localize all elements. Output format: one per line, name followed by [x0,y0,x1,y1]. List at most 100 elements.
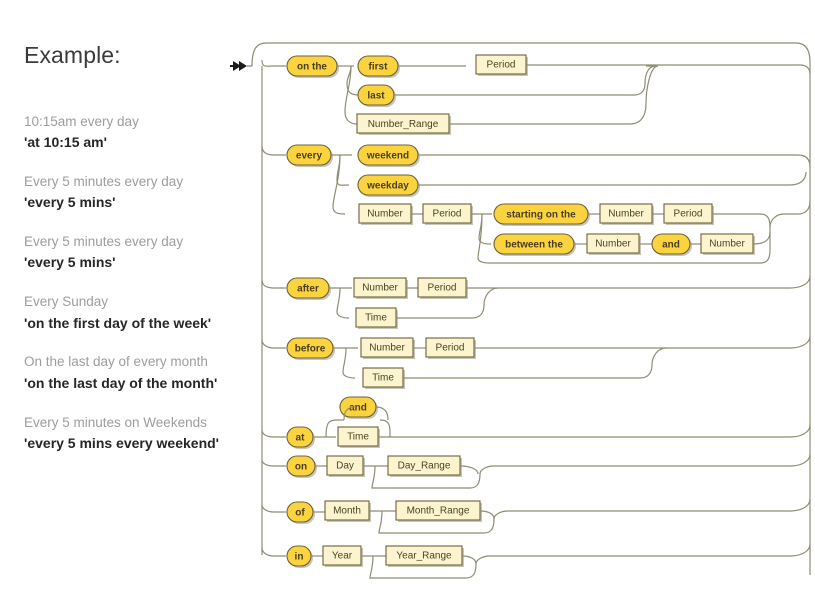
node-month[interactable]: Month [324,500,371,522]
node-year-range[interactable]: Year_Range [385,545,464,567]
node-label: Number [369,343,405,354]
node-period-1[interactable]: Period [475,54,528,76]
example-expression: 'every 5 mins every weekend' [24,434,220,451]
node-label: Day [336,461,354,472]
node-label: Period [487,60,516,71]
node-label: Time [372,373,394,384]
node-on[interactable]: on [286,455,317,478]
node-on-the[interactable]: on the [286,55,339,78]
diagram-rails [247,42,811,575]
node-month-range[interactable]: Month_Range [395,500,482,522]
example-expression: 'at 10:15 am' [24,134,107,151]
node-label: Time [347,432,369,443]
example-description: On the last day of every month [24,354,208,370]
node-label: Number [608,209,644,220]
example-item: 10:15am every day 'at 10:15 am' [24,113,254,152]
node-label: Year [332,551,353,562]
branch-on: on Day Day_Range [261,453,811,489]
node-between-the[interactable]: between the [493,233,576,256]
example-description: Every 5 minutes every day [24,174,184,190]
node-and-1[interactable]: and [651,233,692,256]
example-description: Every 5 minutes every day [24,234,184,250]
node-of[interactable]: of [286,501,315,524]
example-expression: 'on the first day of the week' [24,314,212,331]
example-expression: 'on the last day of the month' [24,374,218,391]
node-label: Time [365,313,387,324]
node-period-5[interactable]: Period [425,337,476,359]
node-label: every [296,151,323,162]
node-number-6[interactable]: Number [353,277,408,299]
node-time-3[interactable]: Time [337,426,380,448]
node-period-4[interactable]: Period [417,277,468,299]
node-in[interactable]: in [286,545,313,568]
node-label: Period [436,343,465,354]
branch-after: after Number Period Ti [261,275,811,329]
node-label: before [295,344,326,355]
node-label: Number [709,239,745,250]
node-label: weekend [366,151,409,162]
node-weekday[interactable]: weekday [357,174,420,197]
example-description: Every 5 minutes on Weekends [24,414,207,430]
node-number-3[interactable]: Number [599,203,654,225]
node-at[interactable]: at [286,426,315,449]
node-label: Period [674,209,703,220]
node-number-4[interactable]: Number [586,233,641,255]
node-number-range[interactable]: Number_Range [356,113,451,135]
branch-before: before Number Period T [261,335,811,389]
node-before[interactable]: before [286,337,335,360]
node-last[interactable]: last [357,84,396,107]
node-label: after [297,284,319,295]
example-expression: 'every 5 mins' [24,194,116,211]
node-label: between the [505,240,563,251]
node-number-5[interactable]: Number [700,233,755,255]
node-time-2[interactable]: Time [362,367,405,389]
node-and-2[interactable]: and [339,396,378,419]
node-label: Month_Range [407,506,470,517]
example-item: On the last day of every month 'on the l… [24,353,254,392]
node-day[interactable]: Day [326,455,365,477]
node-label: Period [428,283,457,294]
page-title: Example: [24,42,121,68]
node-after[interactable]: after [286,277,331,300]
example-expression: 'every 5 mins' [24,254,116,271]
node-label: weekday [366,181,409,192]
node-every[interactable]: every [286,144,333,167]
node-label: last [367,91,385,102]
node-label: and [662,240,680,251]
example-item: Every 5 minutes on Weekends 'every 5 min… [24,414,254,453]
node-label: Month [333,506,361,517]
node-starting-on-the[interactable]: starting on the [493,203,590,226]
example-item: Every 5 minutes every day 'every 5 mins' [24,233,254,272]
branch-at: at and Time [261,396,811,449]
node-number-7[interactable]: Number [360,337,415,359]
node-time-1[interactable]: Time [355,307,398,329]
node-year[interactable]: Year [322,545,363,567]
example-description: Every Sunday [24,294,109,310]
node-label: Number [595,239,631,250]
node-label: at [296,433,306,444]
branch-of: of Month Month_Range [261,498,811,534]
node-period-2[interactable]: Period [422,203,473,225]
node-weekend[interactable]: weekend [357,144,420,167]
node-label: Year_Range [396,551,452,562]
examples-panel: Example: 10:15am every day 'at 10:15 am'… [24,44,254,474]
node-number-2[interactable]: Number [358,203,413,225]
node-period-3[interactable]: Period [663,203,714,225]
node-label: Day_Range [398,461,451,472]
node-label: on the [297,62,327,73]
branch-on-the: on the first last [261,54,811,135]
node-day-range[interactable]: Day_Range [387,455,462,477]
node-label: on [295,462,307,473]
node-label: and [349,403,367,414]
example-item: Every 5 minutes every day 'every 5 mins' [24,173,254,212]
branch-in: in Year Year_Range [261,543,811,579]
node-label: Number_Range [368,119,439,130]
example-description: 10:15am every day [24,114,139,129]
node-label: starting on the [506,210,576,221]
node-first[interactable]: first [357,55,400,78]
example-item: Every Sunday 'on the first day of the we… [24,293,254,332]
node-label: first [369,62,389,73]
node-label: in [295,552,304,563]
